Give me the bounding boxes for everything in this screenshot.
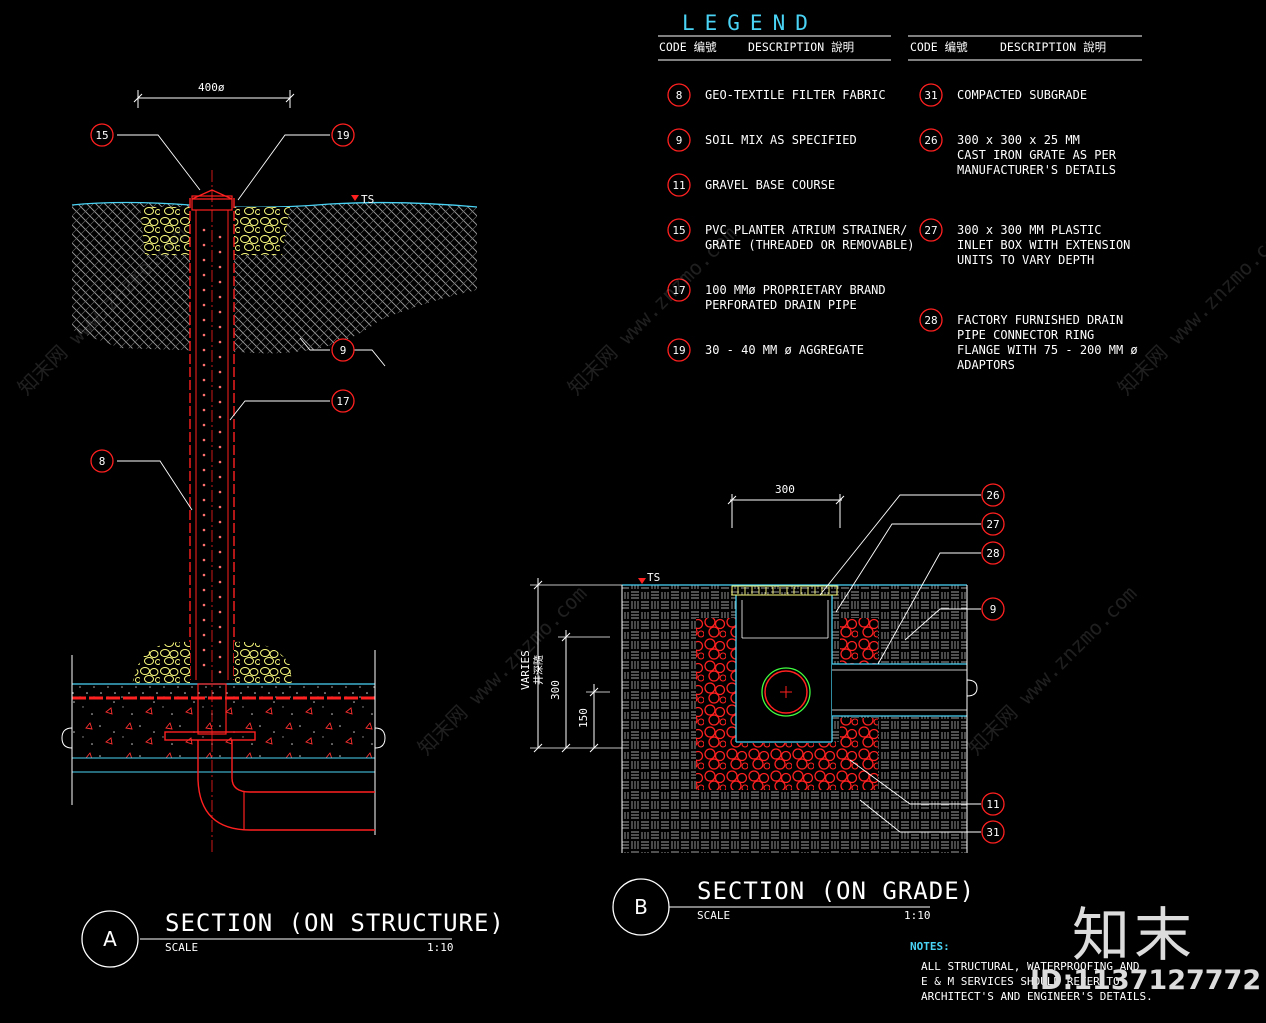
section-a-scale-label: SCALE — [165, 941, 199, 954]
legend-item-text: 300 x 300 x 25 MM CAST IRON GRATE AS PER… — [957, 133, 1116, 177]
watermark-logo: 知末 — [1072, 901, 1197, 969]
legend-item-text: GRAVEL BASE COURSE — [705, 178, 836, 192]
callout-bubbles: 8 9 11 15 17 19 31 26 27 28 15 19 9 17 8 26 27 28 9 11 31A B — [81, 83, 1005, 968]
callout-code: 19 — [336, 129, 349, 142]
section-a-letter: A — [81, 910, 139, 968]
legend-item-text: FACTORY FURNISHED DRAIN PIPE CONNECTOR R… — [957, 313, 1138, 372]
callout-code: 8 — [676, 89, 683, 102]
section-b-letter: B — [612, 878, 670, 936]
section-b-dim-150: 150 — [577, 708, 590, 728]
callout-bubble: 31 — [919, 83, 943, 107]
callout-bubble: 19 — [667, 338, 691, 362]
callout-code: 26 — [986, 489, 999, 502]
callout-code: 17 — [336, 395, 349, 408]
callout-code: 26 — [924, 134, 937, 147]
callout-code: 19 — [672, 344, 685, 357]
legend-item-text: 30 - 40 MM ø AGGREGATE — [705, 343, 864, 357]
svg-text:A: A — [103, 927, 117, 951]
callout-code: 9 — [340, 344, 347, 357]
callout-bubble: 26 — [981, 483, 1005, 507]
legend-item-text: COMPACTED SUBGRADE — [957, 88, 1088, 102]
callout-bubble: 19 — [331, 123, 355, 147]
callout-bubble: 17 — [331, 389, 355, 413]
section-b-dim-varies-sub: 井深隨 — [534, 655, 545, 685]
callout-bubble: 9 — [667, 128, 691, 152]
svg-text:B: B — [634, 895, 648, 919]
callout-code: 8 — [99, 455, 106, 468]
section-a-level-tag: TS — [361, 193, 375, 206]
callout-code: 27 — [986, 518, 999, 531]
legend-header-description-2: DESCRIPTION 說明 — [1000, 40, 1107, 54]
legend-item-text: GEO-TEXTILE FILTER FABRIC — [705, 88, 886, 102]
callout-bubble: 15 — [90, 123, 114, 147]
legend-header-code-2: CODE 编號 — [910, 40, 968, 54]
callout-bubble: 9 — [981, 597, 1005, 621]
callout-bubble: 27 — [981, 512, 1005, 536]
section-a-title: SECTION (ON STRUCTURE) — [165, 909, 505, 937]
callout-bubble: 9 — [331, 338, 355, 362]
section-b-drawing — [530, 494, 981, 853]
callout-bubble: 28 — [919, 308, 943, 332]
legend-item-text: PVC PLANTER ATRIUM STRAINER/ GRATE (THRE… — [705, 223, 915, 252]
legend-table-lines — [658, 35, 1142, 61]
callout-bubble: 8 — [90, 449, 114, 473]
callout-bubble: 26 — [919, 128, 943, 152]
notes-heading: NOTES: — [910, 940, 950, 953]
watermark-id: ID:1137127772 — [1030, 965, 1262, 996]
legend-item-text: 100 MMø PROPRIETARY BRAND PERFORATED DRA… — [705, 283, 886, 312]
callout-bubble: 17 — [667, 278, 691, 302]
callout-code: 28 — [986, 547, 999, 560]
section-b-dim-300: 300 — [549, 680, 562, 700]
callout-code: 27 — [924, 224, 937, 237]
callout-code: 11 — [672, 179, 685, 192]
callout-code: 28 — [924, 314, 937, 327]
callout-bubble: 31 — [981, 820, 1005, 844]
callout-code: 9 — [676, 134, 683, 147]
callout-code: 31 — [986, 826, 999, 839]
callout-bubble: 8 — [667, 83, 691, 107]
section-b-scale-label: SCALE — [697, 909, 731, 922]
legend-item-text: 300 x 300 MM PLASTIC INLET BOX WITH EXTE… — [957, 223, 1131, 267]
callout-code: 15 — [672, 224, 685, 237]
callout-bubble: 11 — [667, 173, 691, 197]
section-a-scale: 1:10 — [427, 941, 454, 954]
callout-bubble: 15 — [667, 218, 691, 242]
legend-header-description: DESCRIPTION 說明 — [748, 40, 855, 54]
section-b-title: SECTION (ON GRADE) — [697, 877, 976, 905]
section-a-dimension: 400ø — [198, 81, 225, 94]
notes-body: ALL STRUCTURAL, WATERPROOFING AND E & M … — [921, 960, 1153, 1003]
section-b-dimension: 300 — [775, 483, 795, 496]
callout-bubble: 28 — [981, 541, 1005, 565]
callout-code: 31 — [924, 89, 937, 102]
legend-header-code: CODE 编號 — [659, 40, 717, 54]
section-b-level-tag: TS — [647, 571, 661, 584]
section-a-drawing — [61, 90, 478, 852]
legend-item-text: SOIL MIX AS SPECIFIED — [705, 133, 857, 147]
callout-code: 9 — [990, 603, 997, 616]
callout-code: 15 — [95, 129, 108, 142]
callout-bubble: 11 — [981, 792, 1005, 816]
section-b-scale: 1:10 — [904, 909, 931, 922]
legend-title: LEGEND — [682, 11, 818, 35]
callout-bubble: 27 — [919, 218, 943, 242]
callout-code: 11 — [986, 798, 999, 811]
callout-code: 17 — [672, 284, 685, 297]
